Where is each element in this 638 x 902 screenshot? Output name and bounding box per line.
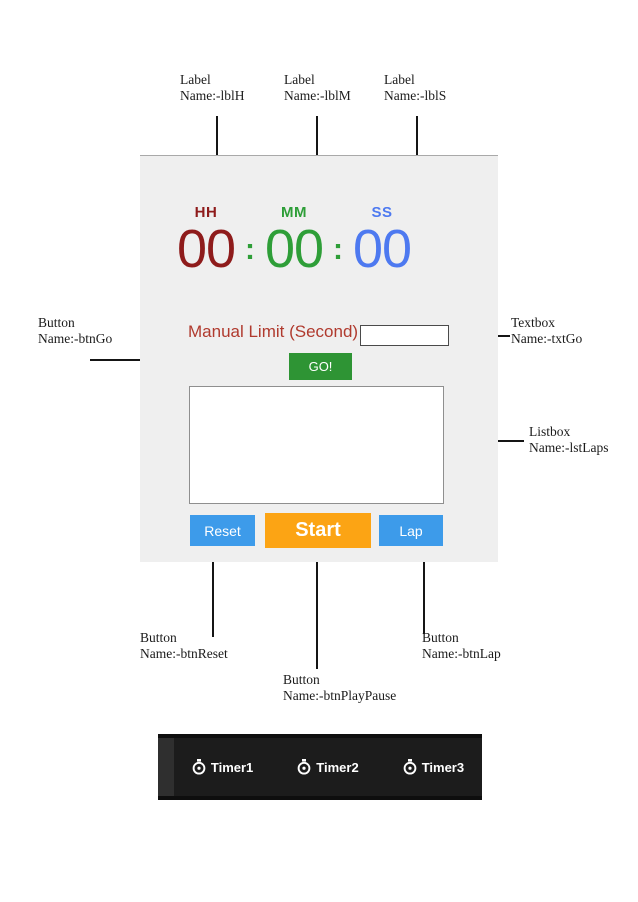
manual-limit-input[interactable] <box>360 325 449 346</box>
annotation-type: Button <box>422 630 459 645</box>
annotation-type: Label <box>180 72 211 87</box>
annotation-type: Button <box>38 315 75 330</box>
annotation-btnLap: Button Name:-btnLap <box>422 630 501 663</box>
annotation-name: Name:-btnLap <box>422 646 501 662</box>
taskbar-items: Timer1 Timer2 Timer3 <box>174 759 482 775</box>
start-button[interactable]: Start <box>265 513 371 548</box>
annotation-btnReset: Button Name:-btnReset <box>140 630 228 663</box>
annotation-name: Name:-btnGo <box>38 331 113 347</box>
taskbar-item-timer1[interactable]: Timer1 <box>192 759 253 775</box>
timer-display: HH 00 : MM 00 : SS 00 <box>173 204 415 276</box>
callout-line-btnPlayPause <box>316 530 318 669</box>
stopwatch-icon <box>403 759 417 775</box>
annotation-lblM: Label Name:-lblM <box>284 72 351 105</box>
annotation-name: Name:-lblS <box>384 88 447 104</box>
taskbar-item-label: Timer2 <box>316 759 359 775</box>
colon-separator: : <box>245 233 255 266</box>
annotation-name: Name:-lblM <box>284 88 351 104</box>
taskbar-item-timer3[interactable]: Timer3 <box>403 759 464 775</box>
annotation-name: Name:-btnPlayPause <box>283 688 397 704</box>
timers-taskbar: Timer1 Timer2 Timer3 <box>158 734 482 800</box>
reset-button[interactable]: Reset <box>190 515 255 546</box>
annotation-lblS: Label Name:-lblS <box>384 72 446 105</box>
annotation-btnPlayPause: Button Name:-btnPlayPause <box>283 672 396 705</box>
callout-line-btnLap <box>423 530 425 634</box>
annotation-type: Label <box>284 72 315 87</box>
laps-listbox[interactable] <box>189 386 444 504</box>
manual-limit-label: Manual Limit (Second) <box>188 322 359 341</box>
annotation-txtGo: Textbox Name:-txtGo <box>511 315 582 348</box>
timer-app-panel: HH 00 : MM 00 : SS 00 Manual Limit (Seco… <box>140 155 498 562</box>
stopwatch-icon <box>297 759 311 775</box>
colon-separator: : <box>333 233 343 266</box>
taskbar-item-timer2[interactable]: Timer2 <box>297 759 359 775</box>
annotation-btnGo: Button Name:-btnGo <box>38 315 112 348</box>
annotation-name: Name:-txtGo <box>511 331 583 347</box>
annotation-type: Button <box>283 672 320 687</box>
taskbar-item-label: Timer3 <box>421 759 465 775</box>
taskbar-edge <box>158 738 174 796</box>
go-button[interactable]: GO! <box>289 353 352 380</box>
annotation-name: Name:-btnReset <box>140 646 228 662</box>
seconds-header-label: SS <box>371 204 393 221</box>
minutes-group: MM 00 <box>261 204 327 276</box>
seconds-value-label: 00 <box>352 219 412 279</box>
annotation-name: Name:-lblH <box>180 88 245 104</box>
hours-header-label: HH <box>194 204 218 221</box>
minutes-value-label: 00 <box>264 219 324 279</box>
hours-value-label: 00 <box>176 219 236 279</box>
callout-line-btnReset <box>212 530 214 637</box>
annotation-name: Name:-lstLaps <box>529 440 609 456</box>
hours-group: HH 00 <box>173 204 239 276</box>
annotation-lstLaps: Listbox Name:-lstLaps <box>529 424 608 457</box>
seconds-group: SS 00 <box>349 204 415 276</box>
stopwatch-icon <box>192 759 206 775</box>
lap-button[interactable]: Lap <box>379 515 443 546</box>
annotation-type: Textbox <box>511 315 556 330</box>
annotation-type: Listbox <box>529 424 571 439</box>
annotation-lblH: Label Name:-lblH <box>180 72 244 105</box>
annotation-type: Button <box>140 630 177 645</box>
annotation-type: Label <box>384 72 415 87</box>
minutes-header-label: MM <box>281 204 307 221</box>
taskbar-item-label: Timer1 <box>210 759 254 775</box>
